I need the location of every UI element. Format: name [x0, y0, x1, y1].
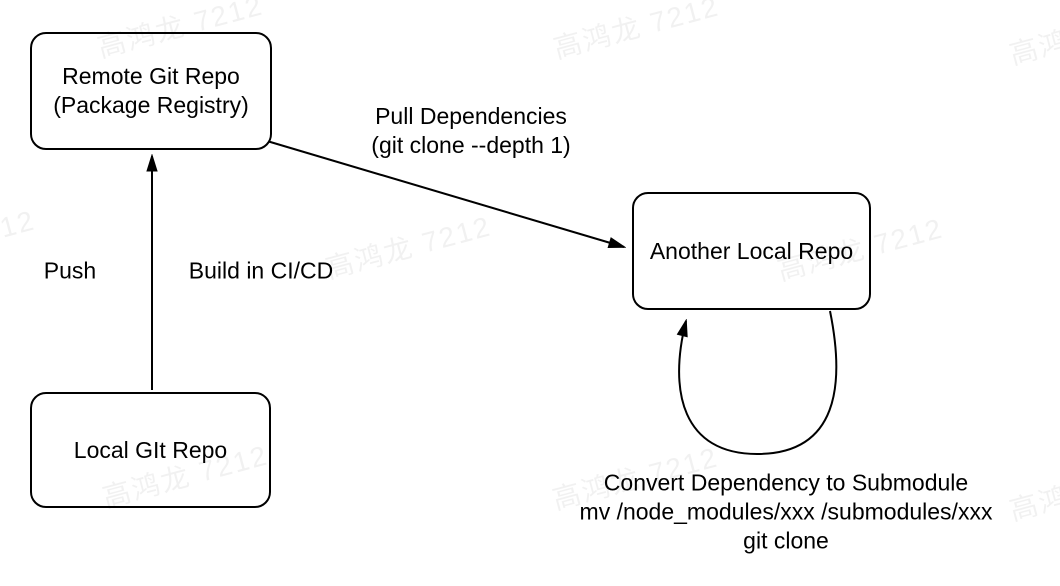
- edge-label-convert-line3: git clone: [743, 527, 829, 554]
- edge-label-convert-to-submodule: Convert Dependency to Submodule mv /node…: [580, 469, 993, 556]
- edge-label-build-in-cicd: Build in CI/CD: [188, 257, 334, 284]
- edge-label-push: Push: [43, 257, 97, 284]
- node-remote-label-line2: (Package Registry): [53, 92, 249, 118]
- node-another-label: Another Local Repo: [649, 237, 854, 264]
- node-remote-git-repo: Remote Git Repo (Package Registry): [30, 32, 272, 150]
- edge-label-convert-line1: Convert Dependency to Submodule: [603, 469, 969, 496]
- edge-label-pull-dependencies: Pull Dependencies (git clone --depth 1): [371, 102, 570, 160]
- edge-label-convert-line2: mv /node_modules/xxx /submodules/xxx: [579, 498, 993, 525]
- node-another-local-repo: Another Local Repo: [632, 192, 871, 310]
- node-local-git-repo: Local GIt Repo: [30, 392, 271, 508]
- node-local-label: Local GIt Repo: [73, 436, 228, 463]
- edge-pull-dependencies-arrow: [266, 140, 624, 247]
- node-remote-label-line1: Remote Git Repo: [62, 63, 240, 89]
- edge-label-pull-line1: Pull Dependencies: [375, 103, 567, 129]
- edge-convert-self-loop-arrow: [679, 310, 838, 456]
- edge-label-pull-line2: (git clone --depth 1): [371, 132, 571, 158]
